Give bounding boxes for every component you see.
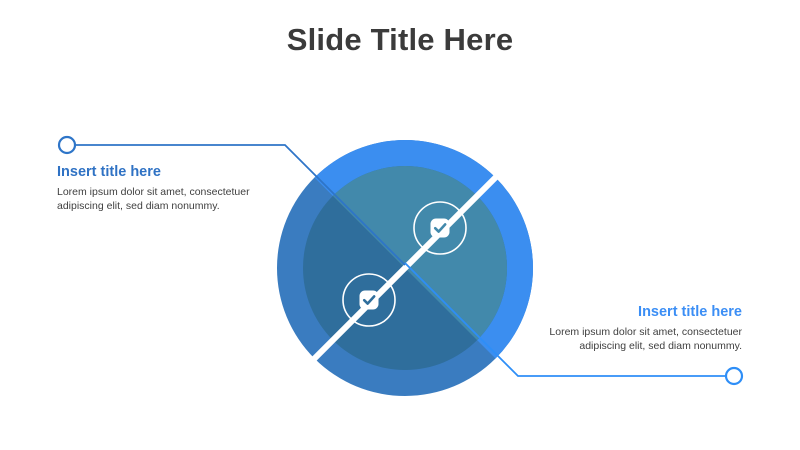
split-circle-diagram bbox=[218, 77, 596, 450]
check-marker-lower[interactable] bbox=[342, 273, 396, 327]
callout-left-title: Insert title here bbox=[57, 164, 161, 180]
check-badge-lower bbox=[359, 290, 379, 310]
callout-left[interactable]: Insert title here Lorem ipsum dolor sit … bbox=[57, 163, 287, 213]
diagram-svg bbox=[218, 77, 596, 450]
circle-node-icon[interactable] bbox=[724, 366, 744, 386]
check-marker-lower-ring bbox=[342, 273, 396, 327]
check-icon bbox=[362, 295, 376, 305]
callout-right-body: Lorem ipsum dolor sit amet, consectetuer… bbox=[549, 326, 742, 352]
circle-node-icon[interactable] bbox=[57, 135, 77, 155]
check-marker-upper-ring bbox=[413, 201, 467, 255]
check-marker-upper[interactable] bbox=[413, 201, 467, 255]
page-title: Slide Title Here bbox=[286, 22, 514, 57]
check-badge-upper bbox=[430, 218, 450, 238]
check-icon bbox=[433, 223, 447, 233]
callout-right-title: Insert title here bbox=[638, 304, 742, 320]
callout-left-body: Lorem ipsum dolor sit amet, consectetuer… bbox=[57, 186, 250, 212]
callout-right[interactable]: Insert title here Lorem ipsum dolor sit … bbox=[512, 303, 742, 353]
